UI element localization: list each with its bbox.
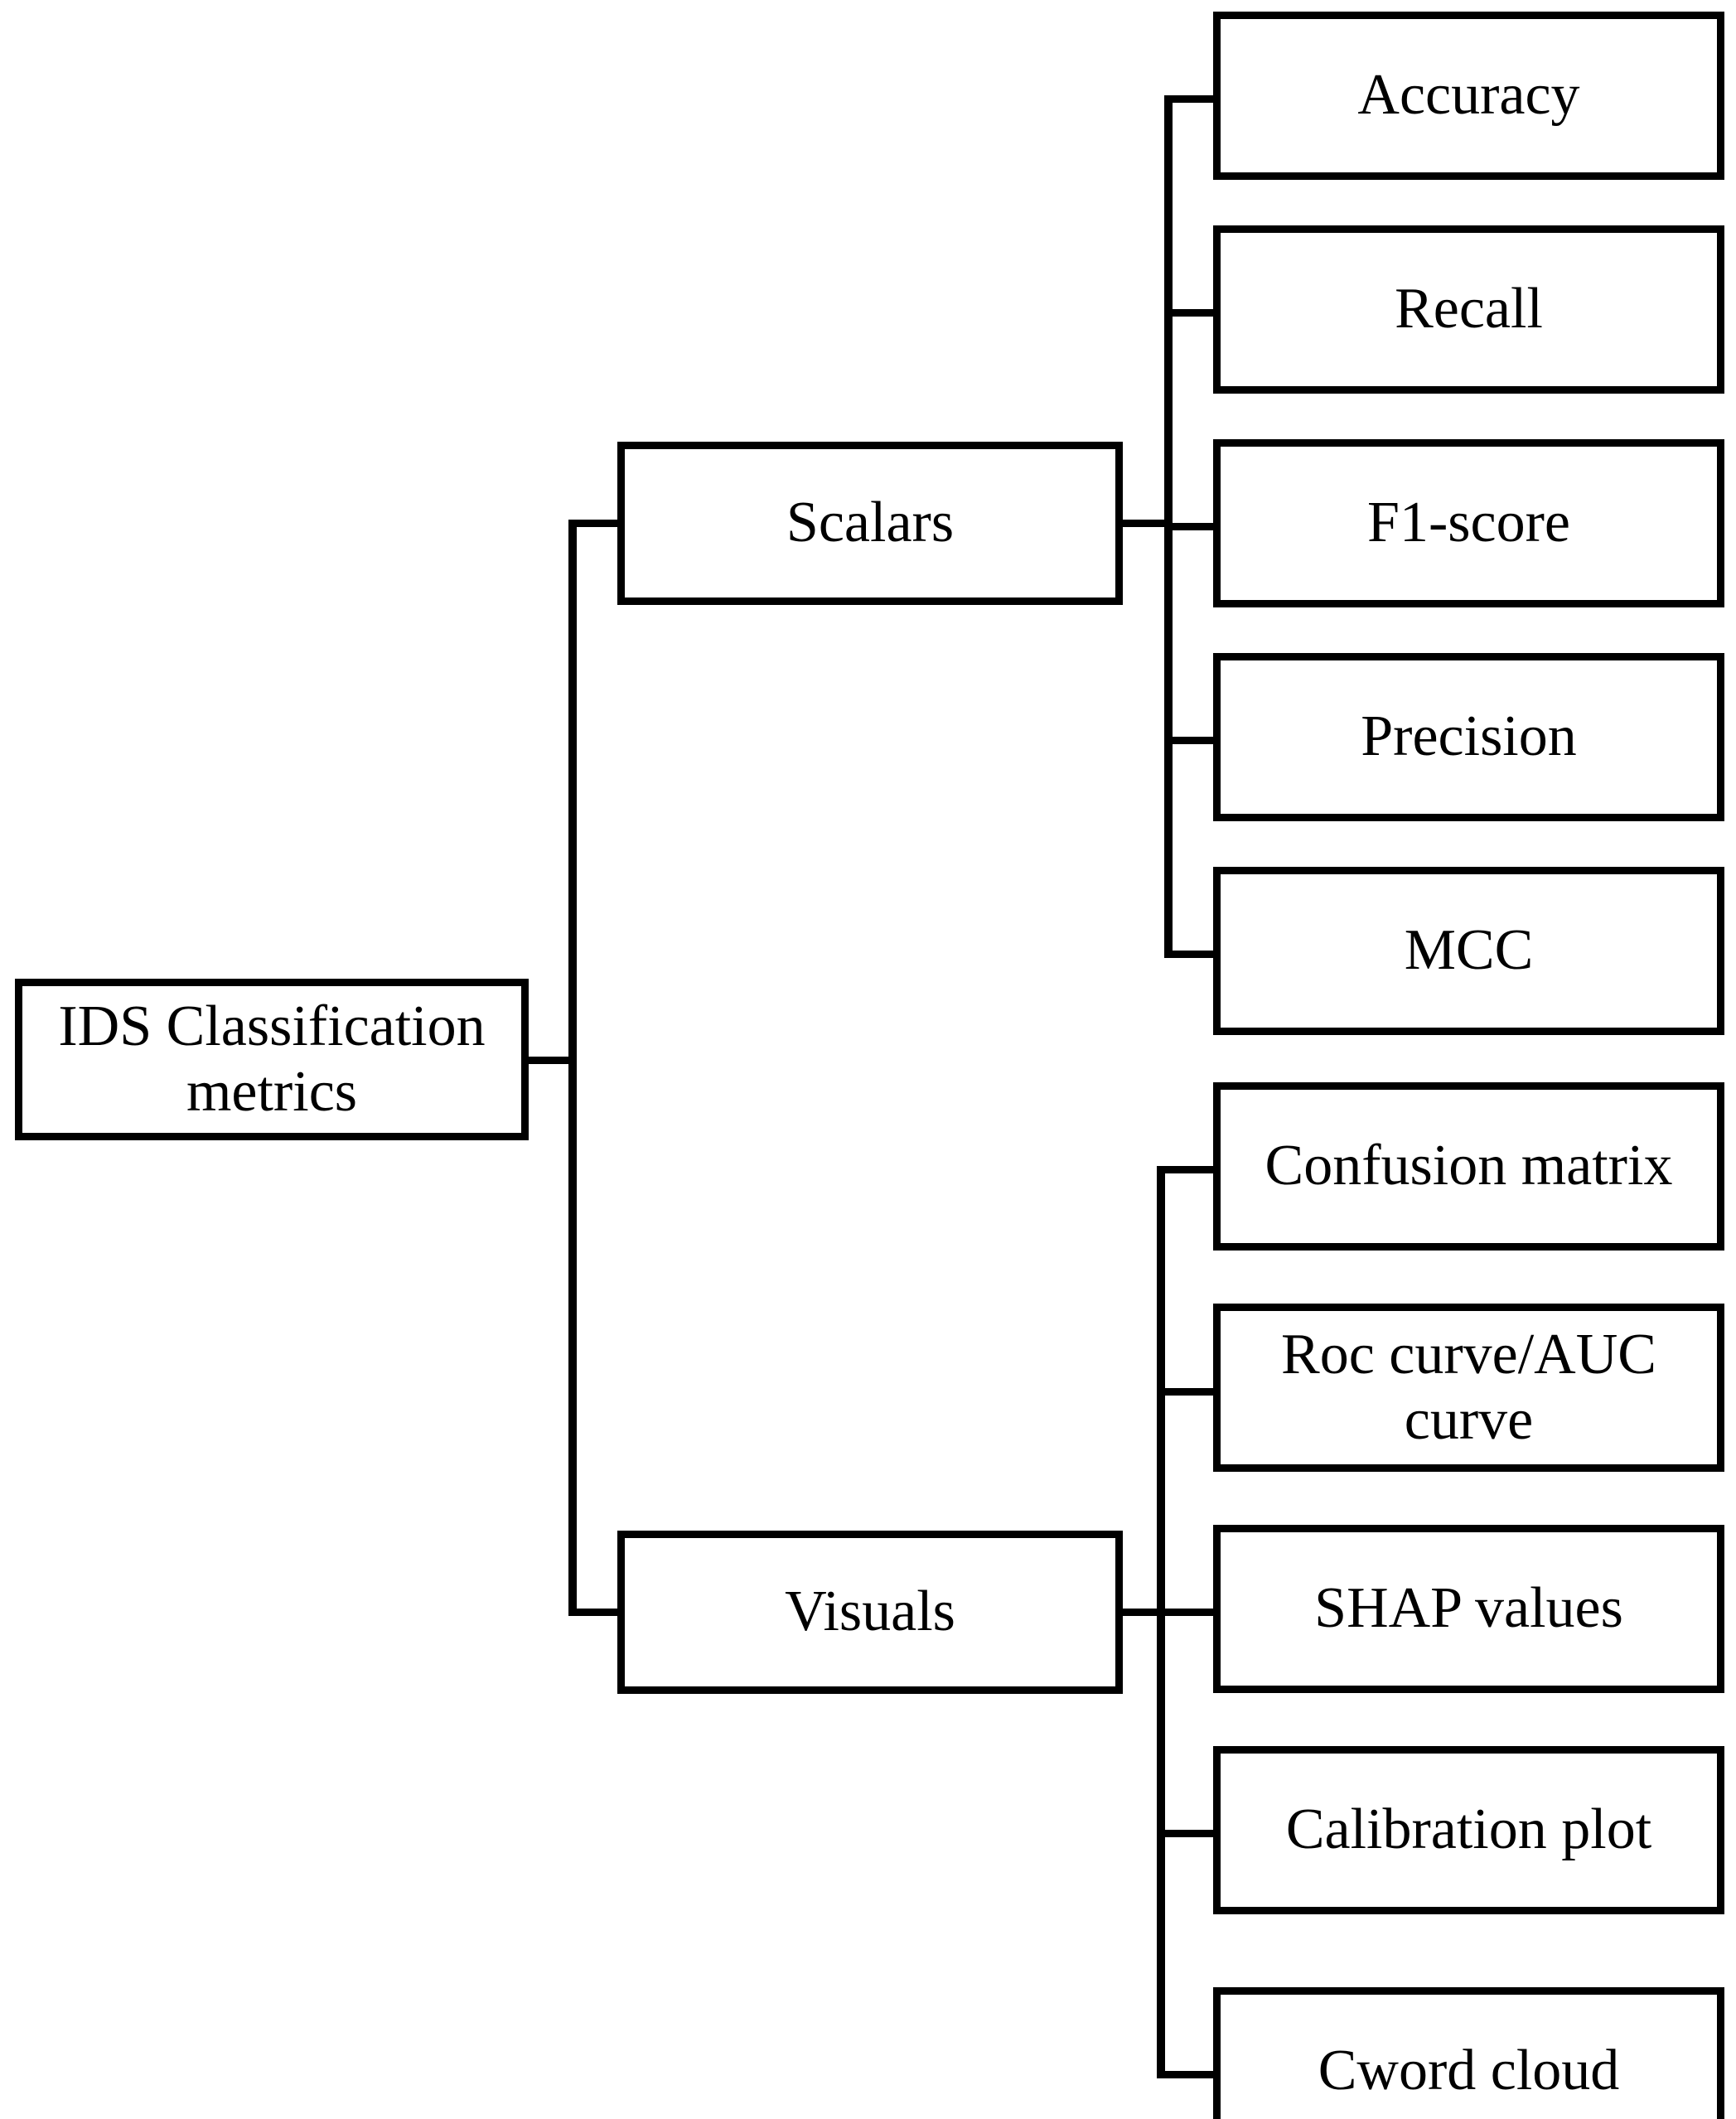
edge-visuals-spine — [1157, 1166, 1165, 2078]
node-leaf-roc-curve-auc-curve[interactable]: Roc curve/AUC curve — [1213, 1304, 1724, 1472]
node-leaf-precision[interactable]: Precision — [1213, 653, 1724, 821]
edge-scalars-stub — [1119, 520, 1172, 527]
edge-visuals-to-cword-cloud — [1157, 2071, 1216, 2078]
node-leaf-accuracy-label: Accuracy — [1357, 63, 1580, 128]
node-leaf-confusion-matrix-label: Confusion matrix — [1265, 1134, 1673, 1198]
node-leaf-cword-cloud[interactable]: Cword cloud — [1213, 1987, 1724, 2119]
edge-main-trunk — [568, 520, 577, 1616]
node-leaf-roc-curve-auc-curve-label: Roc curve/AUC curve — [1281, 1323, 1656, 1452]
node-root-ids-classification-metrics[interactable]: IDS Classification metrics — [15, 979, 529, 1140]
node-leaf-shap-values-label: SHAP values — [1314, 1576, 1623, 1641]
edge-scalars-to-precision — [1164, 737, 1216, 744]
node-leaf-recall[interactable]: Recall — [1213, 225, 1724, 394]
edge-visuals-to-shap-values — [1157, 1609, 1216, 1616]
edge-trunk-to-visuals — [568, 1609, 621, 1616]
edge-visuals-to-calibration-plot — [1157, 1830, 1216, 1837]
node-leaf-recall-label: Recall — [1395, 277, 1543, 341]
node-leaf-f1-score[interactable]: F1-score — [1213, 439, 1724, 607]
edge-trunk-to-scalars — [568, 520, 621, 527]
node-root-label: IDS Classification metrics — [58, 994, 486, 1124]
edge-visuals-stub — [1119, 1609, 1172, 1616]
node-leaf-cword-cloud-label: Cword cloud — [1318, 2039, 1620, 2103]
edge-scalars-to-recall — [1164, 309, 1216, 317]
edge-scalars-to-mcc — [1164, 951, 1216, 958]
node-branch-scalars[interactable]: Scalars — [617, 442, 1123, 605]
edge-root-stub — [523, 1057, 576, 1064]
node-leaf-f1-score-label: F1-score — [1367, 491, 1570, 555]
node-leaf-shap-values[interactable]: SHAP values — [1213, 1525, 1724, 1693]
node-leaf-calibration-plot-label: Calibration plot — [1285, 1797, 1652, 1862]
node-leaf-precision-label: Precision — [1361, 704, 1577, 769]
edge-visuals-to-confusion-matrix — [1157, 1166, 1216, 1173]
edge-scalars-to-accuracy — [1164, 95, 1216, 103]
node-leaf-calibration-plot[interactable]: Calibration plot — [1213, 1746, 1724, 1914]
node-branch-visuals-label: Visuals — [785, 1580, 955, 1644]
node-leaf-confusion-matrix[interactable]: Confusion matrix — [1213, 1082, 1724, 1251]
node-leaf-accuracy[interactable]: Accuracy — [1213, 12, 1724, 180]
node-leaf-mcc-label: MCC — [1404, 918, 1534, 983]
node-leaf-mcc[interactable]: MCC — [1213, 867, 1724, 1035]
node-branch-scalars-label: Scalars — [786, 491, 955, 555]
node-branch-visuals[interactable]: Visuals — [617, 1531, 1123, 1694]
edge-scalars-to-f1-score — [1164, 523, 1216, 530]
edge-visuals-to-roc-curve — [1157, 1388, 1216, 1396]
